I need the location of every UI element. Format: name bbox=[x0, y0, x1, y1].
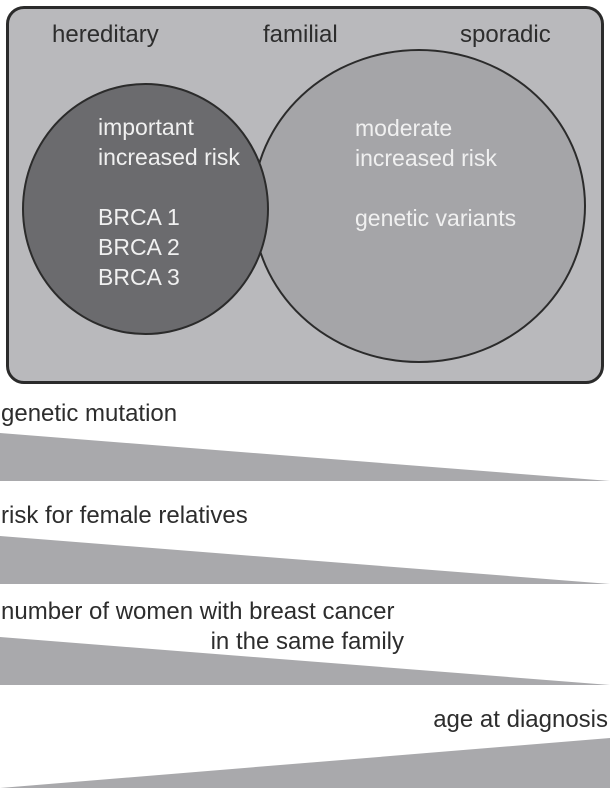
familial-sporadic-circle: moderate increased risk genetic variants bbox=[252, 49, 586, 363]
gene-brca2: BRCA 2 bbox=[98, 234, 180, 260]
trend-label-age-at-diagnosis: age at diagnosis bbox=[433, 706, 608, 733]
genetic-mutation-gradient-triangle bbox=[0, 433, 610, 481]
gene-brca1: BRCA 1 bbox=[98, 204, 180, 230]
category-label-familial: familial bbox=[263, 21, 338, 48]
moderate-risk-line-1: moderate bbox=[355, 115, 453, 141]
venn-panel: hereditary familial sporadic moderate in… bbox=[6, 6, 604, 384]
trend-label-genetic-mutation: genetic mutation bbox=[1, 400, 178, 427]
trend-label-number-of-women-line-2: in the same family bbox=[210, 628, 404, 655]
line-spacer bbox=[355, 173, 516, 203]
genetic-variants-line: genetic variants bbox=[355, 205, 517, 231]
category-label-hereditary: hereditary bbox=[52, 21, 159, 48]
important-risk-line-2: increased risk bbox=[98, 144, 240, 170]
moderate-risk-line-2: increased risk bbox=[355, 145, 497, 171]
women-in-family-gradient-triangle bbox=[0, 637, 610, 685]
age-at-diagnosis-gradient-triangle bbox=[0, 738, 610, 788]
hereditary-circle: important increased risk BRCA 1 BRCA 2 B… bbox=[22, 83, 269, 335]
hereditary-circle-text: important increased risk BRCA 1 BRCA 2 B… bbox=[98, 112, 240, 292]
line-spacer bbox=[98, 172, 240, 202]
female-relatives-risk-gradient-triangle bbox=[0, 536, 610, 584]
familial-sporadic-circle-text: moderate increased risk genetic variants bbox=[355, 113, 516, 233]
trend-label-risk-female-relatives: risk for female relatives bbox=[1, 502, 248, 529]
trend-label-number-of-women-line-1: number of women with breast cancer bbox=[1, 598, 395, 625]
category-label-sporadic: sporadic bbox=[460, 21, 551, 48]
important-risk-line-1: important bbox=[98, 114, 194, 140]
gene-brca3: BRCA 3 bbox=[98, 264, 180, 290]
